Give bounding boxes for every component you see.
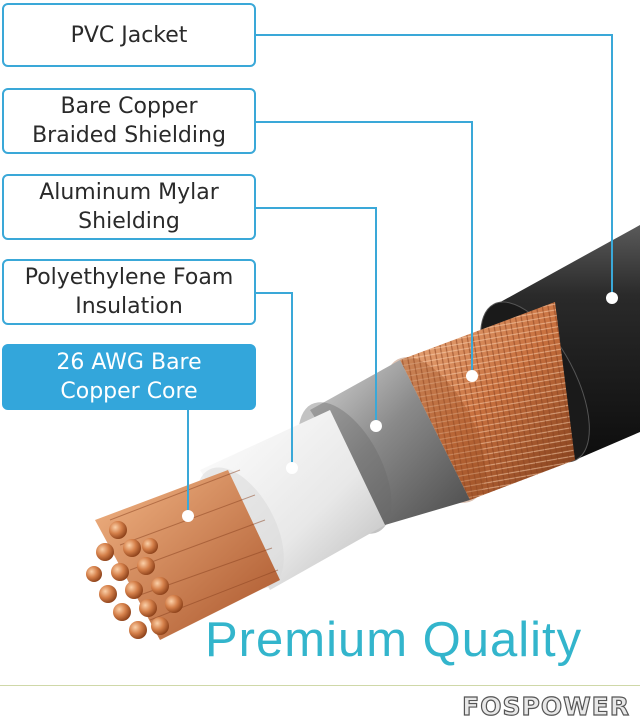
label-copper-core-line2: Copper Core: [60, 379, 198, 404]
headline: Premium Quality: [205, 613, 583, 667]
leader-dot-foam: [286, 462, 298, 474]
leader-dots: [182, 292, 618, 522]
label-copper-braid-line2: Braided Shielding: [32, 123, 226, 148]
label-pvc-jacket: PVC Jacket: [2, 3, 256, 67]
label-copper-braid: Bare Copper Braided Shielding: [2, 88, 256, 154]
leader-dot-core: [182, 510, 194, 522]
leader-dot-mylar: [370, 420, 382, 432]
leader-lines: [187, 34, 613, 514]
leader-line-mylar: [256, 207, 377, 424]
label-pvc-jacket-line1: PVC Jacket: [70, 22, 188, 48]
label-foam-insulation: Polyethylene Foam Insulation: [2, 259, 256, 325]
label-foam-insulation-line1: Polyethylene Foam: [24, 265, 234, 290]
leader-line-foam: [256, 292, 293, 466]
leader-line-braid: [256, 121, 473, 374]
label-foam-insulation-line2: Insulation: [75, 294, 183, 319]
label-copper-core-line1: 26 AWG Bare: [56, 350, 202, 375]
label-aluminum-mylar-line1: Aluminum Mylar: [39, 180, 219, 205]
leader-dot-braid: [466, 370, 478, 382]
wire-strand-ends: [86, 521, 183, 639]
leader-dot-jacket: [606, 292, 618, 304]
label-aluminum-mylar: Aluminum Mylar Shielding: [2, 174, 256, 240]
brand-logo: FOSPOWER: [462, 691, 630, 721]
label-copper-braid-line1: Bare Copper: [60, 94, 198, 119]
label-copper-core: 26 AWG Bare Copper Core: [2, 344, 256, 410]
divider: [0, 685, 640, 686]
label-aluminum-mylar-line2: Shielding: [78, 209, 180, 234]
leader-line-jacket: [256, 34, 613, 296]
copper-core-layer: [86, 469, 280, 640]
